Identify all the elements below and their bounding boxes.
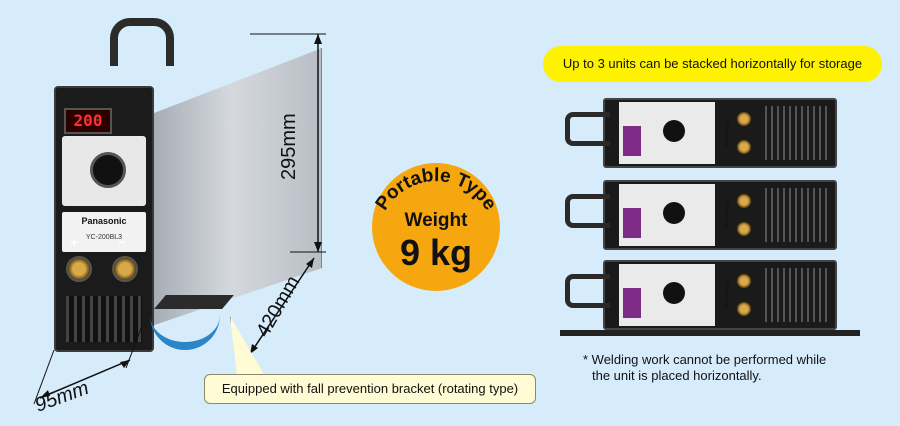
unit-brand: Panasonic (723, 200, 729, 230)
shelf (560, 330, 860, 336)
brand-plate: Panasonic YC-200BL3 (62, 212, 146, 252)
badge-title-arc: Portable Type (372, 165, 501, 214)
badge-weight-value: 9 kg (399, 232, 473, 273)
note-line-2: the unit is placed horizontally. (592, 368, 762, 383)
badge-title: Portable Type (372, 165, 501, 214)
unit-knob (663, 282, 685, 304)
unit-terminal (737, 302, 751, 316)
carry-handle (110, 18, 174, 66)
height-dimension: 295mm (278, 113, 300, 180)
badge-weight-label: Weight (404, 210, 468, 231)
plus-symbol: + (70, 234, 79, 250)
welder-front-panel: 200 Panasonic YC-200BL3 + − (54, 86, 154, 352)
stacked-unit-1: Panasonic (565, 98, 837, 168)
plus-terminal (66, 256, 92, 282)
unit-vents (765, 188, 829, 242)
unit-knob (663, 202, 685, 224)
unit-brand: Panasonic (723, 280, 729, 310)
unit-display (623, 126, 641, 156)
unit-handle (565, 274, 610, 308)
unit-handle (565, 112, 610, 146)
unit-front: Panasonic (619, 102, 729, 164)
horizontal-warning-note: * Welding work cannot be performed while… (583, 352, 883, 384)
unit-front: Panasonic (619, 184, 729, 246)
unit-display (623, 288, 641, 318)
note-line-1: * Welding work cannot be performed while (583, 352, 827, 367)
portable-badge (372, 163, 500, 291)
unit-terminal (737, 140, 751, 154)
unit-terminal (737, 274, 751, 288)
stacking-pill: Up to 3 units can be stacked horizontall… (543, 46, 882, 82)
unit-brand: Panasonic (723, 118, 729, 148)
minus-terminal (112, 256, 138, 282)
digital-display: 200 (64, 108, 112, 134)
minus-symbol: − (118, 234, 127, 250)
unit-terminal (737, 194, 751, 208)
unit-front: Panasonic (619, 264, 729, 326)
svg-text:Portable Type: Portable Type (372, 165, 501, 214)
stacked-unit-3: Panasonic (565, 260, 837, 330)
unit-handle (565, 194, 610, 228)
stacked-unit-2: Panasonic (565, 180, 837, 250)
brand-logo: Panasonic (81, 216, 127, 226)
unit-vents (765, 268, 829, 322)
unit-terminal (737, 112, 751, 126)
bracket-callout: Equipped with fall prevention bracket (r… (204, 374, 536, 404)
unit-display (623, 208, 641, 238)
unit-vents (765, 106, 829, 160)
unit-terminal (737, 222, 751, 236)
control-knob (90, 152, 126, 188)
unit-knob (663, 120, 685, 142)
front-vents (66, 296, 142, 342)
model-label: YC-200BL3 (85, 234, 123, 241)
rotation-arrow-icon (150, 312, 220, 350)
